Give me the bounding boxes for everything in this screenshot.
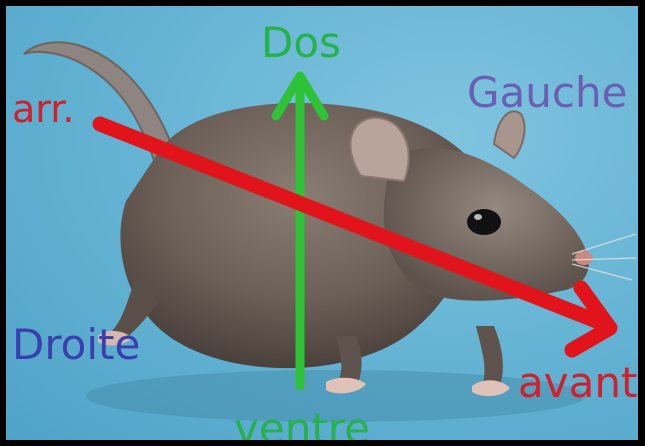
mouse-photo: Dos Gauche arr. Droite avant ventre <box>6 6 638 440</box>
anterior-label: avant <box>518 362 637 404</box>
right-side-label: Droite <box>12 324 140 366</box>
left-side-label: Gauche <box>467 72 627 114</box>
posterior-label: arr. <box>12 90 74 128</box>
nose <box>575 251 593 265</box>
eye <box>467 209 501 235</box>
ventral-label: ventre <box>234 408 370 440</box>
ear-left <box>494 111 525 158</box>
dorsal-label: Dos <box>261 22 341 64</box>
